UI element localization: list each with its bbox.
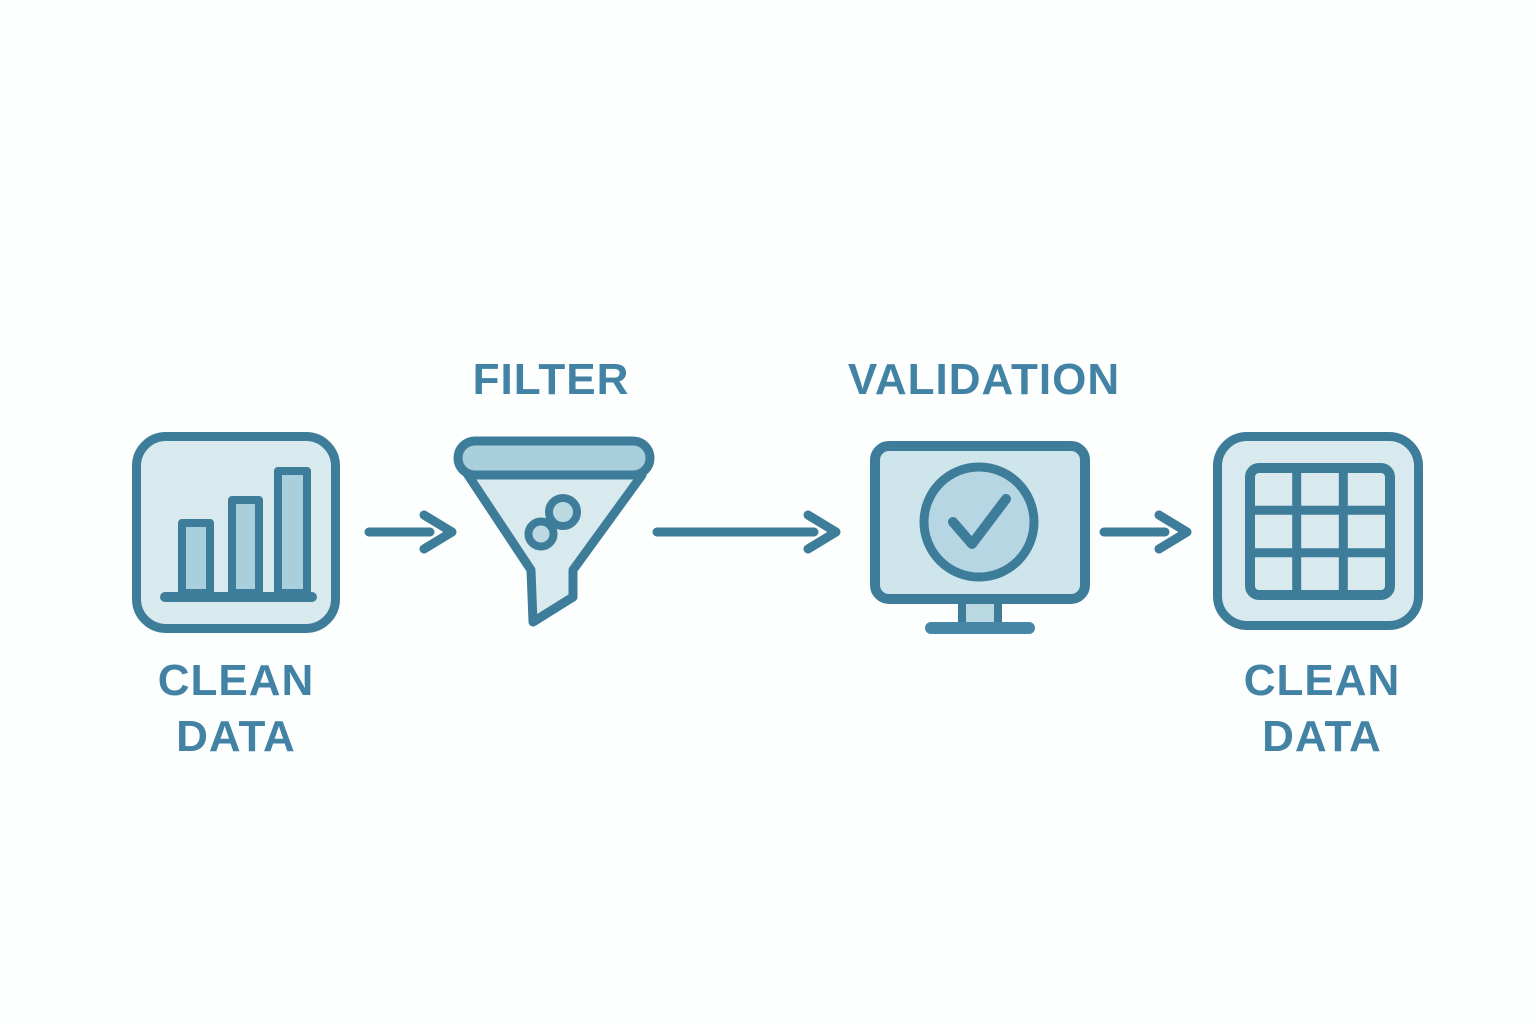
bar-chart-glyph <box>160 467 317 602</box>
label-line: CLEAN <box>157 656 315 705</box>
table-grid-glyph <box>1245 463 1395 600</box>
step-label-validation: VALIDATION <box>847 355 1121 404</box>
arrow-right-icon <box>1099 510 1192 554</box>
step-label-clean-data-right: CLEAN DATA <box>1197 653 1447 765</box>
funnel-icon <box>453 436 655 627</box>
arrow-right-icon <box>364 510 457 554</box>
step-label-clean-data-left: CLEAN DATA <box>111 653 361 765</box>
label-line: DATA <box>1262 712 1382 761</box>
label-line: CLEAN <box>1243 656 1401 705</box>
step-label-filter: FILTER <box>472 355 630 404</box>
bar-chart-icon <box>132 432 340 633</box>
arrow-right-icon <box>652 510 841 554</box>
table-grid-icon <box>1213 432 1423 630</box>
label-line: DATA <box>176 712 296 761</box>
monitor-check-icon <box>870 441 1090 634</box>
